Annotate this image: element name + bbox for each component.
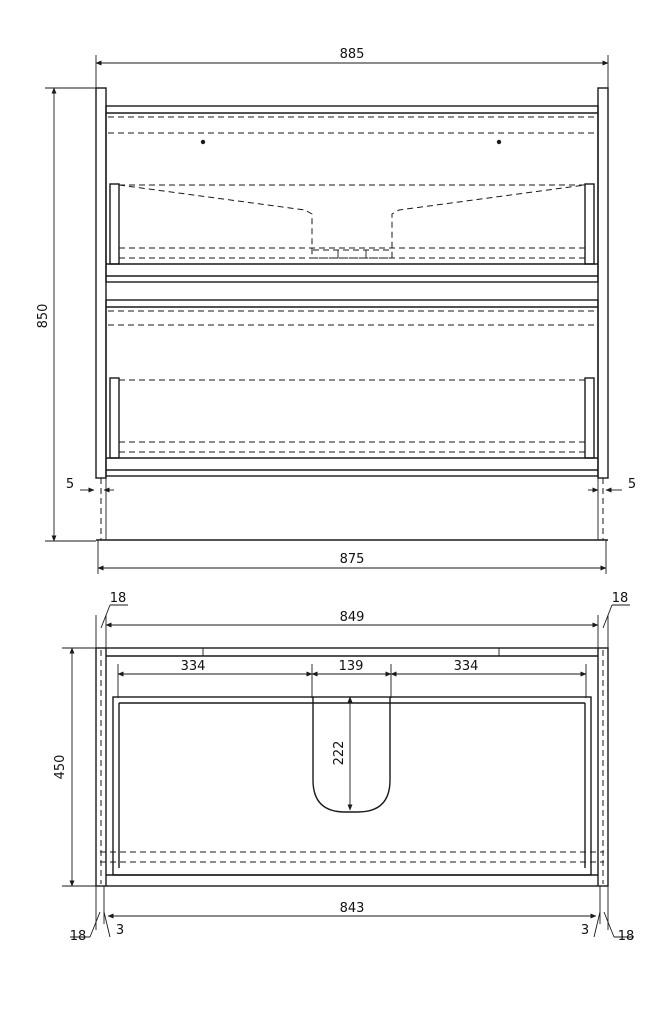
top-view: 18 18 849 <box>53 591 634 944</box>
bottom-drawer <box>105 299 599 477</box>
depth-label: 450 <box>53 755 68 780</box>
gap-bottom-left-label: 3 <box>116 923 124 938</box>
dimension-gap-left: 5 <box>66 477 114 493</box>
overall-width-label: 885 <box>340 47 365 62</box>
dimension-offsets: 334 139 334 <box>117 659 587 698</box>
right-side-panel <box>597 87 609 479</box>
dimension-bottom-width: 843 <box>103 886 601 924</box>
gap-left-label: 5 <box>66 477 74 492</box>
gap-right-label: 5 <box>628 477 636 492</box>
dimension-overall-width: 885 <box>95 47 609 90</box>
dimension-inner-width: 849 <box>105 610 599 628</box>
side-bottom-right-label: 18 <box>618 929 635 944</box>
cabinet-outline-top <box>95 647 609 887</box>
bottom-width-label: 843 <box>340 901 365 916</box>
dimension-bottom-right: 3 18 <box>581 886 634 944</box>
cutout-depth-label: 222 <box>332 741 347 766</box>
side-bottom-left-label: 18 <box>70 929 87 944</box>
drawer-box <box>112 696 592 876</box>
overall-height-label: 850 <box>36 304 51 329</box>
body-width-label: 875 <box>340 552 365 567</box>
handle-hole-right <box>496 139 502 145</box>
gap-bottom-right-label: 3 <box>581 923 589 938</box>
dimension-side-top-left: 18 <box>95 591 128 648</box>
side-top-left-label: 18 <box>110 591 127 606</box>
dimension-bottom-left: 18 3 <box>70 886 124 944</box>
siphon-cutout <box>312 697 391 813</box>
dimension-body-width: 875 <box>97 540 607 574</box>
dimension-cutout-depth: 222 <box>332 696 353 811</box>
side-top-right-label: 18 <box>612 591 629 606</box>
plinth <box>96 478 608 541</box>
inner-width-label: 849 <box>340 610 365 625</box>
left-offset-label: 334 <box>181 659 206 674</box>
dimension-overall-height: 850 <box>36 87 96 542</box>
dimension-depth: 450 <box>53 647 96 887</box>
dimension-side-top-right: 18 <box>597 591 630 648</box>
handle-hole-left <box>200 139 206 145</box>
right-offset-label: 334 <box>454 659 479 674</box>
top-drawer <box>105 105 599 283</box>
cutout-width-label: 139 <box>339 659 364 674</box>
dimension-gap-right: 5 <box>588 477 636 493</box>
front-view: 885 850 <box>36 47 636 574</box>
left-side-panel <box>95 87 107 479</box>
